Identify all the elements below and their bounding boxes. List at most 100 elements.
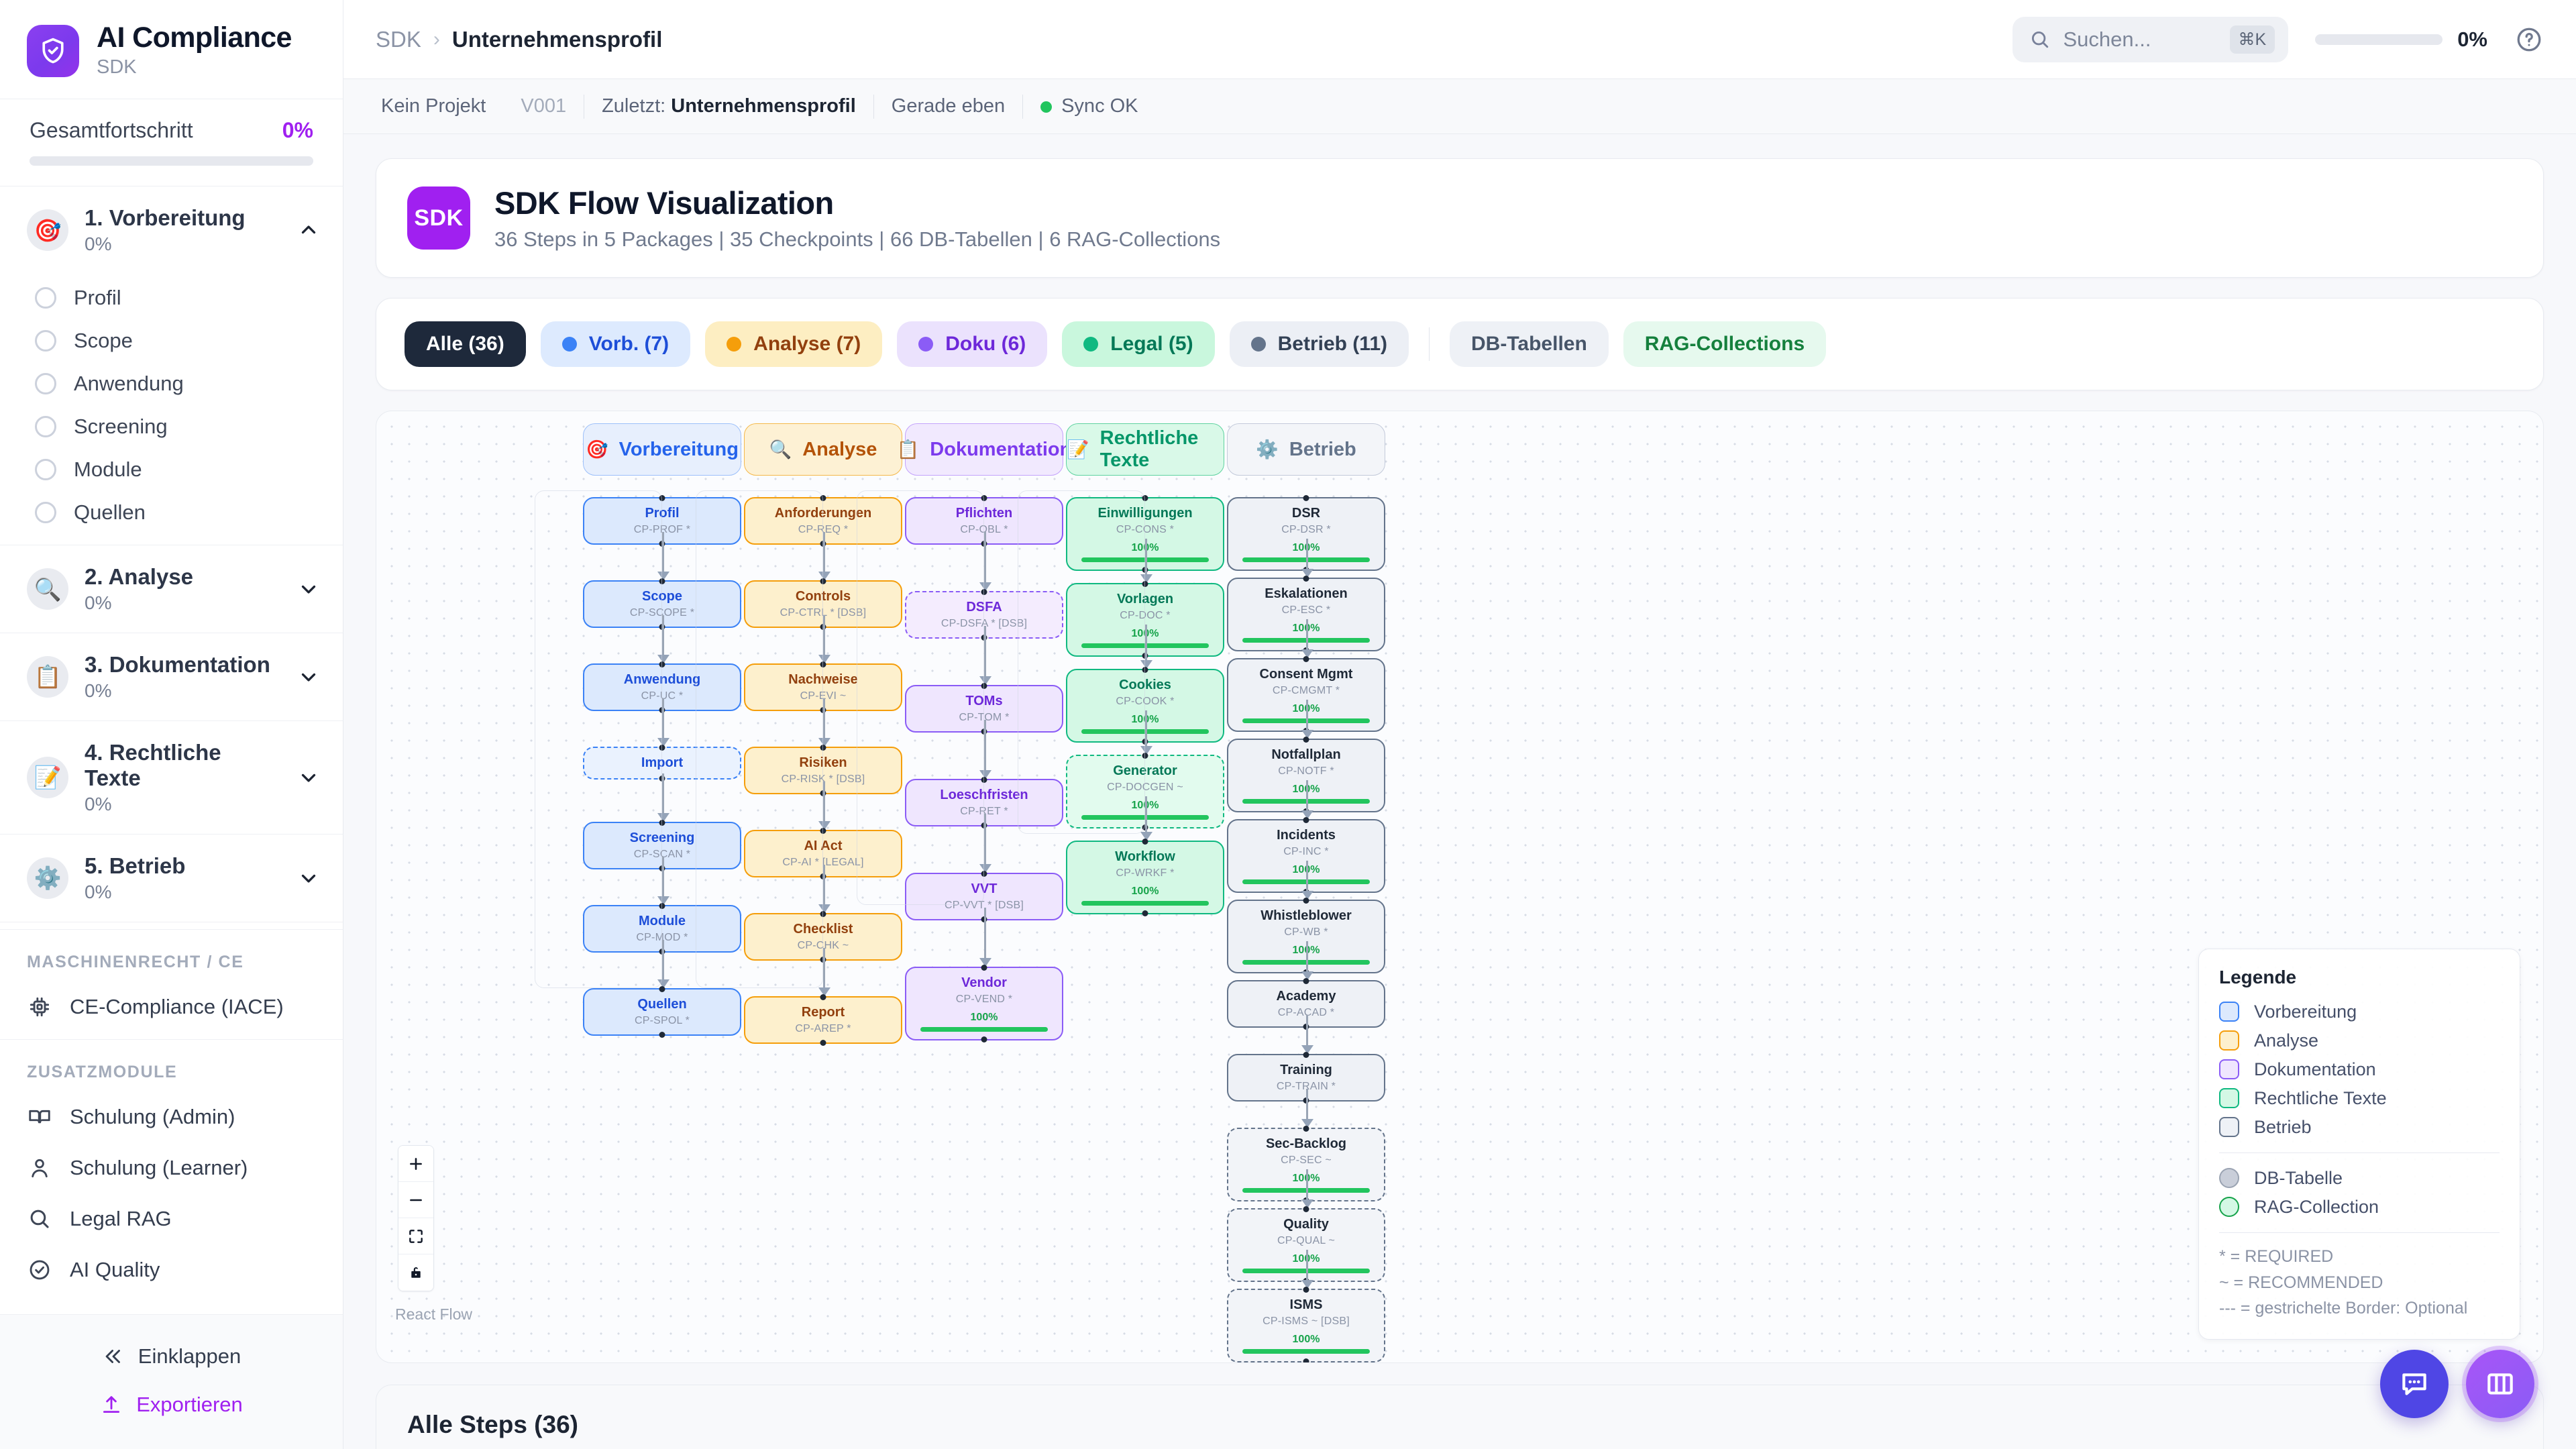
- sidebar-item-screening[interactable]: Screening: [0, 405, 343, 448]
- node-handle-top[interactable]: [1303, 1206, 1309, 1212]
- sidebar-item-scope[interactable]: Scope: [0, 319, 343, 362]
- flow-canvas[interactable]: 🎯Vorbereitung🔍Analyse📋Dokumentation📝Rech…: [376, 411, 2543, 1362]
- node-handle-top[interactable]: [820, 994, 826, 1000]
- node-handle-top[interactable]: [1142, 753, 1148, 759]
- node-handle-top[interactable]: [1303, 737, 1309, 743]
- node-handle-top[interactable]: [659, 903, 665, 909]
- zoom-out-button[interactable]: [398, 1182, 433, 1218]
- node-handle-top[interactable]: [981, 683, 987, 689]
- sync-status-dot: [1040, 101, 1053, 113]
- node-handle-bottom[interactable]: [981, 1036, 987, 1043]
- fit-view-button[interactable]: [398, 1218, 433, 1254]
- zoom-in-button[interactable]: [398, 1146, 433, 1182]
- node-handle-bottom[interactable]: [1142, 910, 1148, 917]
- node-handle-bottom[interactable]: [820, 1040, 826, 1046]
- node-handle-bottom[interactable]: [659, 1032, 665, 1038]
- node-handle-top[interactable]: [981, 965, 987, 971]
- filter-chip-rag[interactable]: RAG-Collections: [1623, 321, 1827, 367]
- node-handle-top[interactable]: [820, 661, 826, 667]
- chevron-up-icon[interactable]: [297, 219, 320, 241]
- node-handle-top[interactable]: [1303, 1052, 1309, 1058]
- node-handle-top[interactable]: [1303, 978, 1309, 984]
- node-handle-top[interactable]: [1142, 581, 1148, 587]
- node-handle-top[interactable]: [1303, 898, 1309, 904]
- nav-item-schulung-learner[interactable]: Schulung (Learner): [0, 1142, 343, 1193]
- export-button[interactable]: Exportieren: [0, 1381, 343, 1429]
- node-handle-top[interactable]: [820, 578, 826, 584]
- node-handle-top[interactable]: [659, 661, 665, 667]
- node-handle-top[interactable]: [1303, 495, 1309, 501]
- node-handle-top[interactable]: [820, 745, 826, 751]
- search-input[interactable]: Suchen... ⌘K: [2012, 16, 2289, 62]
- filter-chip-betrieb[interactable]: Betrieb (11): [1229, 321, 1409, 367]
- flow-diagram[interactable]: 🎯Vorbereitung🔍Analyse📋Dokumentation📝Rech…: [376, 411, 2544, 1363]
- nav-item-ce-compliance[interactable]: CE-Compliance (IACE): [0, 981, 343, 1032]
- node-handle-top[interactable]: [1142, 495, 1148, 501]
- filter-chip-doku[interactable]: Doku (6): [897, 321, 1048, 367]
- sidebar-item-profil[interactable]: Profil: [0, 276, 343, 319]
- filter-chip-db[interactable]: DB-Tabellen: [1450, 321, 1609, 367]
- chevron-down-icon[interactable]: [297, 867, 320, 890]
- node-handle-top[interactable]: [659, 986, 665, 992]
- chevron-down-icon[interactable]: [297, 578, 320, 600]
- sidebar-item-module[interactable]: Module: [0, 448, 343, 491]
- filter-chip-all[interactable]: Alle (36): [405, 321, 526, 367]
- node-handle-bottom[interactable]: [1303, 1358, 1309, 1362]
- step-status-radio[interactable]: [35, 416, 56, 438]
- chevron-down-icon[interactable]: [297, 665, 320, 688]
- node-handle-top[interactable]: [820, 495, 826, 501]
- step-status-radio[interactable]: [35, 373, 56, 395]
- filter-chip-vorb[interactable]: Vorb. (7): [540, 321, 691, 367]
- nav-item-schulung-admin[interactable]: Schulung (Admin): [0, 1091, 343, 1142]
- sidebar-item-anwendung[interactable]: Anwendung: [0, 362, 343, 405]
- node-handle-top[interactable]: [659, 820, 665, 826]
- node-handle-top[interactable]: [981, 495, 987, 501]
- node-handle-top[interactable]: [1303, 1126, 1309, 1132]
- nav-item-legal-rag[interactable]: Legal RAG: [0, 1193, 343, 1244]
- node-handle-top[interactable]: [981, 871, 987, 877]
- sidebar-item-quellen[interactable]: Quellen: [0, 491, 343, 534]
- node-handle-top[interactable]: [1303, 576, 1309, 582]
- node-handle-top[interactable]: [1303, 656, 1309, 662]
- node-handle-top[interactable]: [1303, 817, 1309, 823]
- node-handle-top[interactable]: [1303, 1287, 1309, 1293]
- node-handle-top[interactable]: [981, 589, 987, 595]
- step-status-radio[interactable]: [35, 502, 56, 524]
- node-handle-top[interactable]: [1142, 839, 1148, 845]
- filter-chip-ana[interactable]: Analyse (7): [705, 321, 883, 367]
- collapse-sidebar-button[interactable]: Einklappen: [0, 1332, 343, 1381]
- node-handle-top[interactable]: [659, 495, 665, 501]
- node-handle-top[interactable]: [1142, 667, 1148, 673]
- node-handle-top[interactable]: [981, 777, 987, 783]
- step-status-radio[interactable]: [35, 330, 56, 352]
- help-icon[interactable]: [2514, 25, 2544, 54]
- node-handle-top[interactable]: [820, 828, 826, 834]
- step-status-radio[interactable]: [35, 287, 56, 309]
- step-status-radio[interactable]: [35, 459, 56, 481]
- breadcrumb-root[interactable]: SDK: [376, 26, 421, 52]
- node-handle-top[interactable]: [659, 578, 665, 584]
- lock-toggle-button[interactable]: [398, 1254, 433, 1291]
- panel-fab[interactable]: [2462, 1346, 2538, 1422]
- node-handle-top[interactable]: [820, 911, 826, 917]
- chevron-down-icon[interactable]: [297, 766, 320, 789]
- node-handle-top[interactable]: [659, 745, 665, 751]
- main-area: SDK › Unternehmensprofil Suchen... ⌘K 0%: [343, 0, 2576, 1449]
- nav-item-ai-quality[interactable]: AI Quality: [0, 1244, 343, 1295]
- chat-fab[interactable]: [2380, 1350, 2449, 1418]
- filter-chip-legal[interactable]: Legal (5): [1062, 321, 1215, 367]
